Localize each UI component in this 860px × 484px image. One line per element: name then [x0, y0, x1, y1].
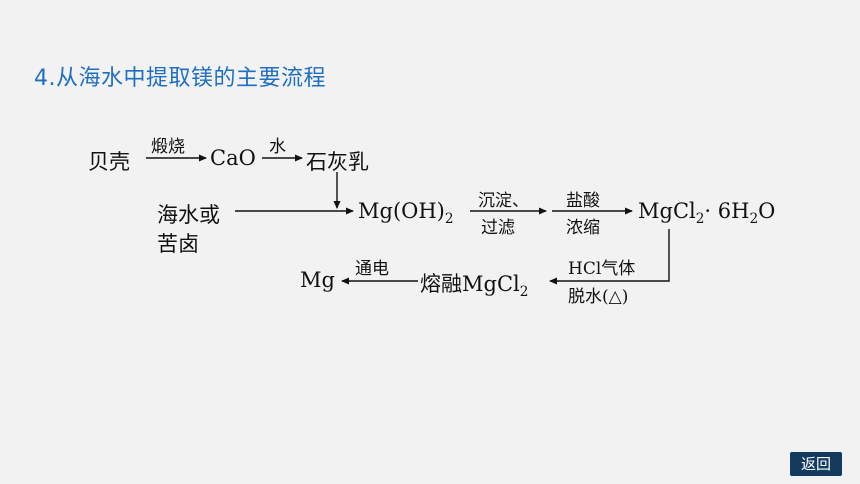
node-cao: CaO	[210, 146, 256, 170]
page-title: 4.从海水中提取镁的主要流程	[34, 66, 326, 91]
node-seawater-line1: 海水或	[157, 203, 220, 227]
label-hcl-line2: 浓缩	[566, 218, 600, 238]
label-precip-filter-line1: 沉淀、	[478, 191, 529, 211]
label-dehydrate-line1: HCl气体	[568, 259, 636, 279]
label-precip-filter-line2: 过滤	[481, 218, 515, 238]
arrow-hydrate-down	[556, 229, 670, 282]
node-lime-milk: 石灰乳	[306, 150, 369, 174]
node-molten-mgcl2: 熔融MgCl2	[420, 272, 529, 300]
node-mgcl2-hydrate: MgCl2· 6H2O	[638, 199, 776, 227]
node-shell: 贝壳	[88, 150, 130, 174]
label-calcine: 煅烧	[151, 137, 185, 157]
node-mg: Mg	[300, 268, 335, 292]
back-button[interactable]: 返回	[790, 452, 842, 476]
label-water: 水	[269, 137, 286, 157]
label-dehydrate-line2: 脱水(△)	[568, 287, 629, 307]
node-seawater-line2: 苦卤	[157, 232, 199, 256]
label-hcl-line1: 盐酸	[566, 191, 600, 211]
node-mgoh2: Mg(OH)2	[358, 199, 454, 227]
label-electrolysis: 通电	[355, 259, 389, 279]
